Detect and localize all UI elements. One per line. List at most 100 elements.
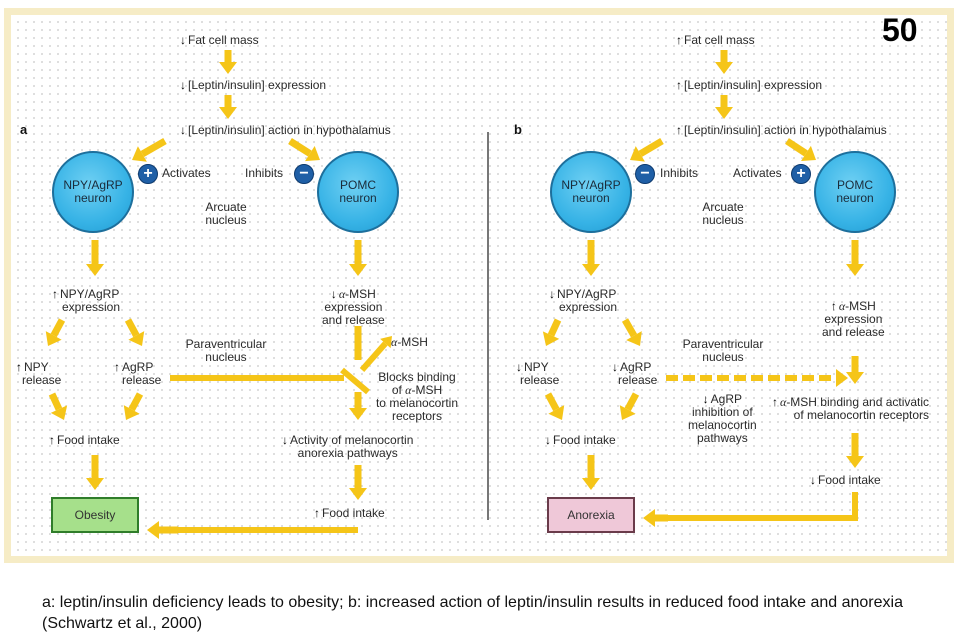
arrow-icon [582,455,600,490]
minus-icon: − [294,164,314,184]
a-leptin-expression: ↓[Leptin/insulin] expression [180,78,327,92]
down-arrow-icon: ↓ [516,360,522,374]
up-arrow-icon: ↑ [52,287,58,301]
arrow-icon [45,318,66,346]
minus-icon: − [635,164,655,184]
panel-b-label: b [514,122,522,137]
down-arrow-icon: ↓ [702,392,709,406]
b-food-intake-right: ↓Food intake [810,473,881,487]
a-inhibits-label: Inhibits [245,166,284,180]
down-arrow-icon: ↓ [282,433,288,447]
page-number: 50 [882,12,918,48]
a-msh-released: α-MSH [391,335,428,349]
arrow-icon [219,95,237,119]
arrow-icon [621,318,642,346]
up-arrow-icon: ↑ [676,33,682,47]
up-arrow-icon: ↑ [49,433,55,447]
a-food-intake-right: ↑Food intake [314,506,385,520]
arrow-icon [86,240,104,276]
b-leptin-action: ↑[Leptin/insulin] action in hypothalamus [676,123,887,137]
arrow-icon [582,240,600,276]
return-line [660,492,858,521]
arrow-icon [785,138,816,161]
arrow-icon [288,138,320,162]
panel-a-label: a [20,122,28,137]
arrow-icon [124,318,145,346]
up-arrow-icon: ↑ [16,360,22,374]
plus-icon: + [138,164,158,184]
a-fat-cell-mass: ↓Fat cell mass [180,33,259,47]
down-arrow-icon: ↓ [330,287,337,301]
arrow-icon [846,356,864,384]
arrow-icon [86,455,104,490]
anorexia-box: Anorexia [547,497,635,533]
up-arrow-icon: ↑ [314,506,320,520]
block-bar [340,367,370,395]
down-arrow-icon: ↓ [612,360,618,374]
arrow-icon [544,392,565,420]
a-activates-label: Activates [162,166,211,180]
arrow-icon [123,392,144,420]
down-arrow-icon: ↓ [180,33,186,47]
arrow-icon [666,369,848,387]
arrow-icon [619,392,640,420]
figure-caption: a: leptin/insulin deficiency leads to ob… [42,594,903,632]
arrow-icon [846,240,864,276]
arrow-icon [542,318,562,346]
arrow-icon [630,137,664,162]
up-arrow-icon: ↑ [114,360,120,374]
plus-icon: + [791,164,811,184]
arrow-icon [643,509,668,527]
obesity-box: Obesity [51,497,139,533]
figure-panel [4,8,954,563]
b-fat-cell-mass: ↑Fat cell mass [676,33,755,47]
down-arrow-icon: ↓ [180,123,186,137]
arrow-icon [359,336,392,372]
b-food-intake-left: ↓Food intake [545,433,616,447]
up-arrow-icon: ↑ [676,123,682,137]
arrow-icon [349,240,367,276]
up-arrow-icon: ↑ [830,299,837,313]
arrow-icon [219,50,237,74]
down-arrow-icon: ↓ [810,473,816,487]
arrow-icon [846,433,864,468]
up-arrow-icon: ↑ [676,78,682,92]
arrow-icon [147,521,178,539]
arrow-icon [715,50,733,74]
a-leptin-action: ↓[Leptin/insulin] action in hypothalamus [180,123,391,137]
a-food-intake-left: ↑Food intake [49,433,120,447]
b-inhibits-label: Inhibits [660,166,699,180]
down-arrow-icon: ↓ [180,78,186,92]
arrow-icon [349,392,367,420]
b-leptin-expression: ↑[Leptin/insulin] expression [676,78,823,92]
b-activates-label: Activates [733,166,782,180]
down-arrow-icon: ↓ [545,433,551,447]
arrow-icon [349,465,367,500]
arrow-icon [132,137,167,162]
up-arrow-icon: ↑ [772,395,778,409]
arrow-icon [48,392,68,420]
down-arrow-icon: ↓ [549,287,555,301]
arrow-icon [715,95,733,119]
